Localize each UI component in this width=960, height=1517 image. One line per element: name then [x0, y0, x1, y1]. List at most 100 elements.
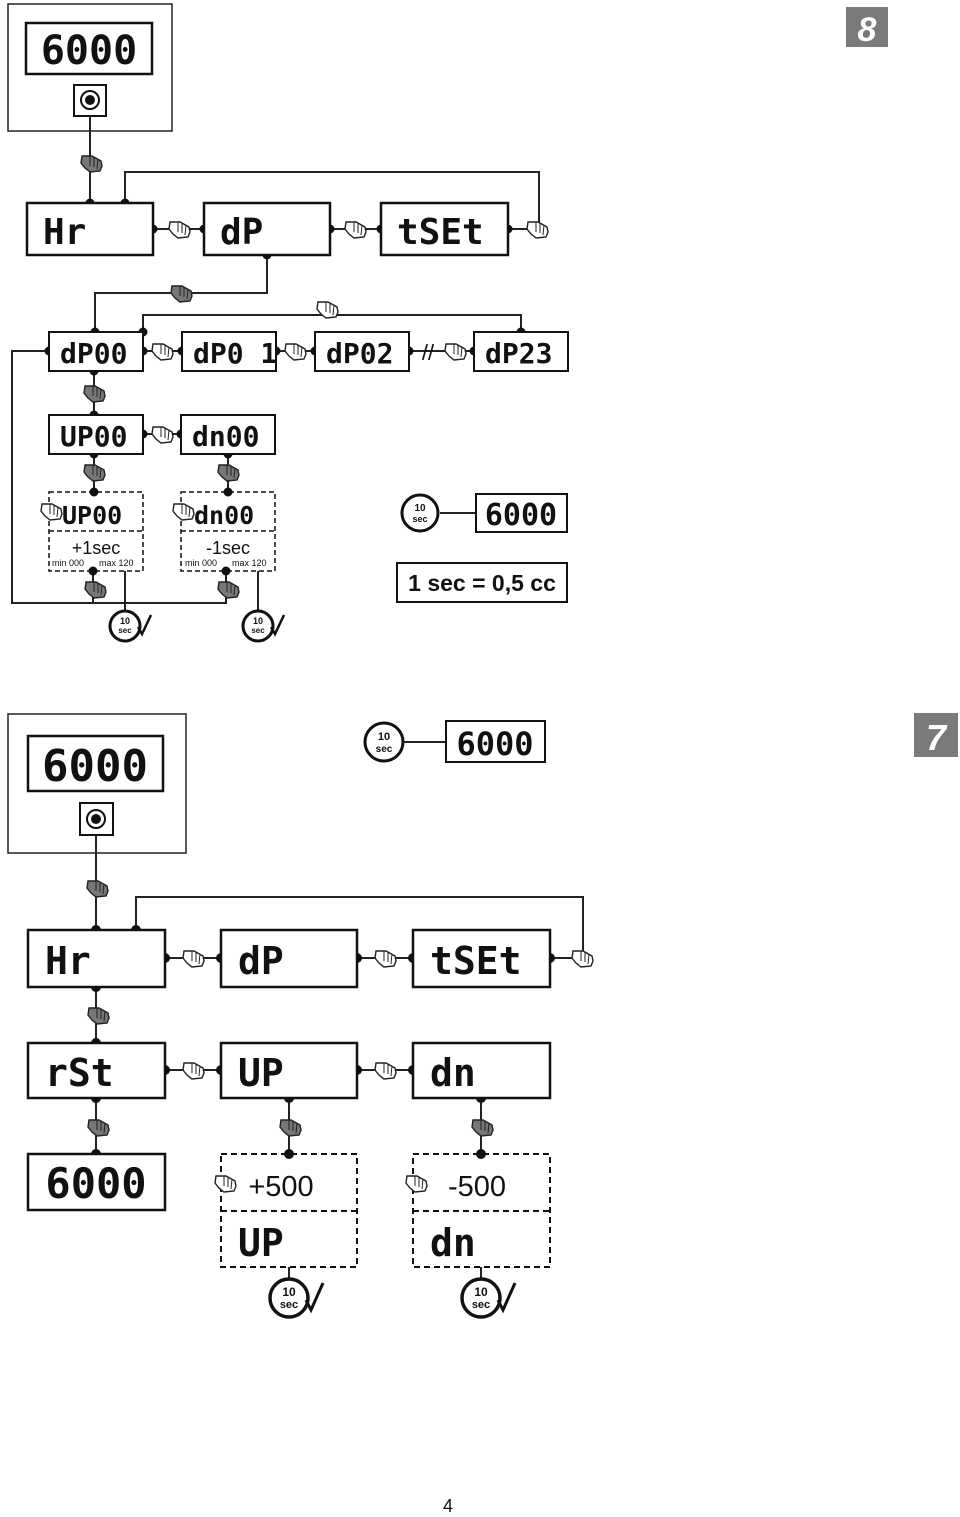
svg-text:10: 10	[282, 1285, 296, 1299]
svg-text:10: 10	[474, 1285, 488, 1299]
timer-icon: 10 sec	[268, 1277, 310, 1319]
svg-text:7: 7	[926, 717, 948, 758]
press-hand-icon	[374, 950, 397, 968]
press-hand-icon	[182, 1062, 205, 1080]
press-hand-icon	[87, 1007, 110, 1025]
menu-dp: dP	[238, 939, 284, 983]
dn-range-max: max 120	[232, 558, 267, 568]
page-number: 4	[442, 1496, 453, 1516]
section-badge-7: 7	[914, 713, 958, 758]
svg-text:8: 8	[858, 11, 877, 49]
dp-item-02-box	[314, 331, 410, 372]
menu-dp: dP	[220, 212, 263, 253]
dp-item-02: dP02	[326, 337, 393, 370]
timer-icon: 10 sec	[108, 609, 142, 643]
press-hand-icon	[217, 581, 240, 599]
dp-item-00-box	[48, 331, 144, 372]
svg-text:sec: sec	[376, 744, 393, 755]
sub-dn-box	[411, 1041, 552, 1100]
press-hand-icon	[571, 950, 594, 968]
svg-text:sec: sec	[472, 1299, 490, 1311]
dp-item-01-box	[181, 331, 277, 372]
press-hand-icon	[86, 880, 109, 898]
sub-rst-box	[26, 1041, 167, 1100]
press-hand-icon	[83, 385, 106, 403]
device-display	[26, 734, 165, 793]
reset-display-box	[26, 1152, 167, 1212]
ratio-box	[396, 562, 568, 603]
skip-mark: //	[422, 340, 435, 365]
svg-text:sec: sec	[118, 626, 132, 635]
menu-hr: Hr	[45, 939, 91, 983]
device-button[interactable]	[79, 802, 114, 836]
press-hand-icon	[87, 1119, 110, 1137]
press-hand-icon	[444, 343, 467, 361]
press-hand-icon	[214, 1175, 237, 1193]
up-adjust-value: +1sec	[72, 538, 121, 558]
press-hand-icon	[471, 1119, 494, 1137]
dp-item-23: dP23	[485, 337, 552, 370]
press-hand-icon	[151, 426, 174, 444]
device-button[interactable]	[73, 84, 107, 117]
press-hand-icon	[151, 343, 174, 361]
press-hand-icon	[84, 581, 107, 599]
up00-box	[48, 414, 144, 455]
press-hand-icon	[40, 503, 63, 521]
timer-icon: 10 sec	[400, 493, 440, 533]
reset-display: 6000	[45, 1159, 146, 1208]
press-hand-icon	[284, 343, 307, 361]
menu-tset-box	[411, 928, 552, 989]
dn-adjust-value: -500	[448, 1171, 506, 1203]
svg-text:sec: sec	[251, 626, 265, 635]
check-icon	[136, 614, 153, 637]
device-display	[24, 21, 154, 76]
device-display-value: 6000	[42, 741, 148, 792]
press-hand-icon	[217, 464, 240, 482]
menu-tset-box	[379, 201, 510, 257]
timeout-display: 6000	[456, 725, 533, 763]
dn-adjust-label: dn00	[194, 501, 254, 530]
timeout-display-box	[445, 720, 546, 763]
menu-hr-box	[25, 201, 155, 257]
dp-item-00: dP00	[60, 337, 127, 370]
timer-icon: 10 sec	[460, 1277, 502, 1319]
section-badge-8: 8	[846, 7, 888, 49]
svg-text:10: 10	[414, 503, 426, 514]
dn-adjust-value: -1sec	[206, 538, 250, 558]
menu-hr-box	[26, 928, 167, 989]
menu-tset: tSEt	[397, 212, 484, 253]
menu-dp-box	[219, 928, 359, 989]
up-range-min: min 000	[52, 558, 84, 568]
press-hand-icon	[344, 221, 367, 239]
up-adjust-label: UP00	[62, 501, 122, 530]
check-icon	[496, 1282, 517, 1314]
menu-dp-box	[202, 201, 332, 257]
sub-up: UP	[238, 1051, 284, 1095]
menu-tset: tSEt	[430, 939, 522, 983]
press-hand-icon	[172, 503, 195, 521]
press-hand-icon	[170, 285, 193, 303]
dn-range-min: min 000	[185, 558, 217, 568]
svg-text:sec: sec	[412, 514, 427, 524]
dp-item-01: dP0 1	[193, 337, 277, 370]
timeout-display: 6000	[485, 498, 557, 533]
menu-hr: Hr	[43, 212, 86, 253]
svg-text:10: 10	[253, 616, 263, 626]
up-range-max: max 120	[99, 558, 134, 568]
timer-icon: 10 sec	[241, 609, 275, 643]
check-icon	[304, 1282, 325, 1314]
up00-label: UP00	[60, 420, 127, 453]
section-7: 7 6000 10 sec 6000	[7, 713, 958, 1319]
svg-text:sec: sec	[280, 1299, 298, 1311]
dp-item-23-box	[473, 331, 569, 372]
dn00-box	[180, 414, 276, 455]
sub-up-box	[219, 1041, 359, 1100]
timeout-display-box	[475, 493, 568, 533]
press-hand-icon	[168, 221, 191, 239]
device-display-value: 6000	[41, 28, 137, 74]
ratio-text: 1 sec = 0,5 cc	[408, 570, 556, 596]
press-hand-icon	[526, 221, 549, 239]
press-hand-icon	[83, 464, 106, 482]
dn00-label: dn00	[192, 420, 259, 453]
